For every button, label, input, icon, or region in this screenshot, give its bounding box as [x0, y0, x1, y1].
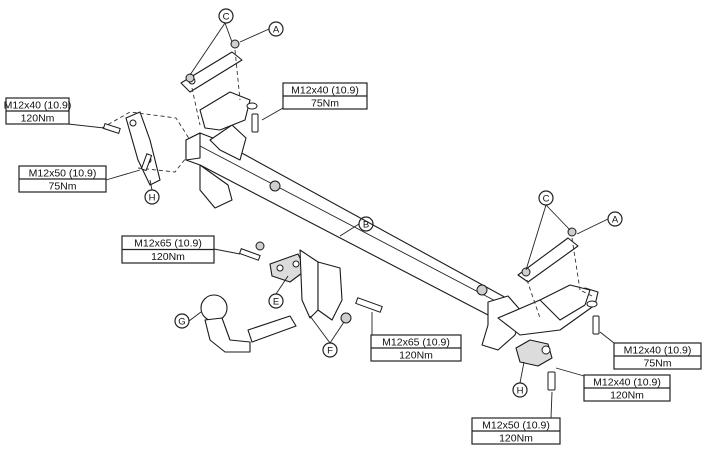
svg-text:75Nm: 75Nm [48, 181, 76, 193]
svg-text:75Nm: 75Nm [311, 98, 339, 110]
svg-text:M12x50 (10.9): M12x50 (10.9) [482, 420, 550, 432]
svg-text:C: C [543, 194, 550, 205]
callout-h-right: H [512, 361, 528, 398]
left-bracket-plate [180, 39, 251, 131]
spec-box-left-upper: M12x40 (10.9) 120Nm [4, 97, 105, 129]
crossbar-nut [269, 180, 281, 192]
svg-text:H: H [149, 193, 156, 204]
spec-box-left-lower: M12x50 (10.9) 75Nm [18, 165, 141, 193]
callout-h-left: H [144, 179, 160, 205]
spec-box-mid-center: M12x65 (10.9) 120Nm [370, 312, 462, 362]
svg-text:M12x65 (10.9): M12x65 (10.9) [134, 238, 202, 250]
tow-ball-g [200, 294, 297, 353]
svg-text:M12x40 (10.9): M12x40 (10.9) [593, 377, 661, 389]
svg-text:F: F [327, 346, 333, 357]
crossbar-nut-right [476, 284, 488, 296]
svg-text:H: H [517, 386, 524, 397]
svg-text:75Nm: 75Nm [643, 358, 671, 370]
spec-box-mid-left: M12x65 (10.9) 120Nm [121, 235, 241, 264]
svg-text:120Nm: 120Nm [610, 390, 644, 402]
svg-text:120Nm: 120Nm [21, 113, 55, 125]
svg-text:M12x40 (10.9): M12x40 (10.9) [624, 345, 692, 357]
callout-a-top: A [239, 21, 284, 43]
svg-text:A: A [612, 215, 619, 226]
crossbar-b [185, 124, 599, 351]
callout-a-right: A [576, 211, 623, 235]
svg-text:G: G [178, 317, 185, 328]
svg-text:M12x40 (10.9): M12x40 (10.9) [291, 85, 359, 97]
callout-e: E [268, 275, 289, 309]
callout-g: G [174, 311, 202, 329]
svg-text:120Nm: 120Nm [399, 350, 433, 362]
svg-text:120Nm: 120Nm [151, 251, 185, 263]
right-washer-bolt [579, 289, 600, 335]
svg-text:M12x50 (10.9): M12x50 (10.9) [29, 168, 97, 180]
svg-text:M12x40 (10.9): M12x40 (10.9) [4, 100, 72, 112]
svg-text:A: A [273, 25, 280, 36]
right-side-mount-h [515, 339, 556, 391]
spec-box-right-upper: M12x40 (10.9) 75Nm [599, 331, 702, 370]
svg-text:M12x65 (10.9): M12x65 (10.9) [382, 337, 450, 349]
spec-box-bottom: M12x50 (10.9) 120Nm [471, 391, 561, 445]
svg-text:C: C [223, 12, 230, 23]
spec-box-right-mid: M12x40 (10.9) 120Nm [555, 367, 671, 402]
bracket-e [238, 241, 307, 283]
left-side-mount-h [101, 111, 191, 186]
callout-b: B [339, 216, 374, 237]
spec-box-top-center: M12x40 (10.9) 75Nm [261, 82, 368, 121]
svg-text:E: E [273, 297, 279, 308]
left-upper-washer-bolt [246, 102, 259, 133]
svg-text:B: B [363, 220, 369, 231]
right-bracket-plate [517, 227, 591, 321]
bracket-f [299, 249, 383, 324]
bolt-left-upper [102, 122, 121, 134]
callout-f: F [309, 315, 345, 358]
bolt-left-lower [140, 153, 153, 172]
callout-c-top: C [189, 8, 234, 76]
svg-text:120Nm: 120Nm [499, 433, 533, 445]
callout-c-right: C [525, 190, 571, 271]
